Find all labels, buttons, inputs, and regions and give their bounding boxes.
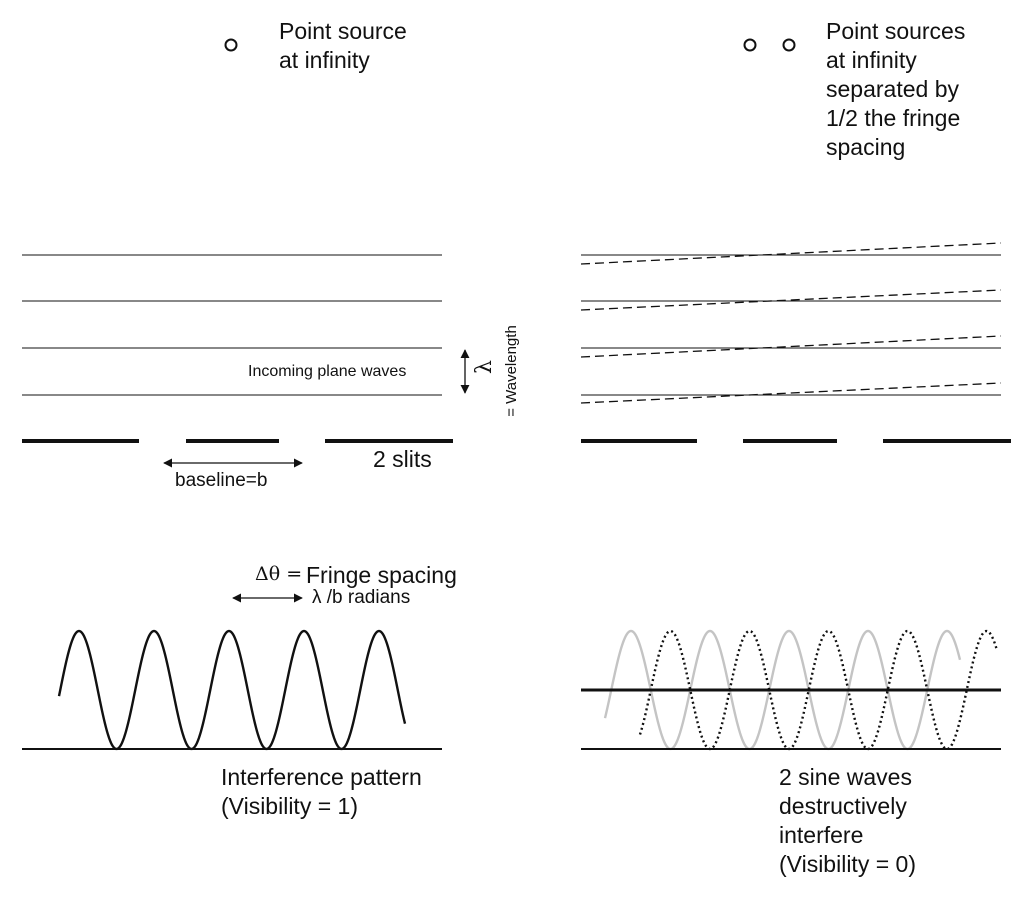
right-tilted-waves (580, 242, 1002, 404)
left-plane-waves (22, 254, 442, 396)
dotted-sine-wave (638, 629, 999, 751)
grey-sine-wave (603, 629, 962, 751)
point-source-a (743, 38, 757, 52)
delta-theta-symbol: Δθ = (255, 563, 303, 585)
point-sources-label: Point sources at infinity separated by 1… (826, 18, 966, 160)
baseline-label: baseline=b (175, 470, 268, 491)
fringe-spacing-value: λ /b radians (312, 587, 411, 608)
fringe-spacing-label: Fringe spacing (306, 562, 457, 588)
tilted-wavefront (580, 289, 1002, 311)
interference-pattern-label: Interference pattern (Visibility = 1) (221, 764, 422, 819)
point-source (224, 38, 238, 52)
interference-pattern-wave (57, 629, 407, 751)
tilted-wavefront (580, 382, 1002, 404)
point-source-label: Point source at infinity (279, 18, 407, 73)
tilted-wavefront (580, 335, 1002, 358)
tilted-wavefront (580, 242, 1002, 265)
destructive-interference-label: 2 sine waves destructively interfere (Vi… (779, 764, 916, 877)
right-plane-waves (581, 254, 1001, 396)
wavelength-label: = Wavelength (503, 325, 520, 417)
point-source-b (782, 38, 796, 52)
incoming-waves-label: Incoming plane waves (248, 363, 407, 380)
lambda-symbol: λ (471, 360, 497, 374)
slits-label: 2 slits (373, 446, 432, 472)
